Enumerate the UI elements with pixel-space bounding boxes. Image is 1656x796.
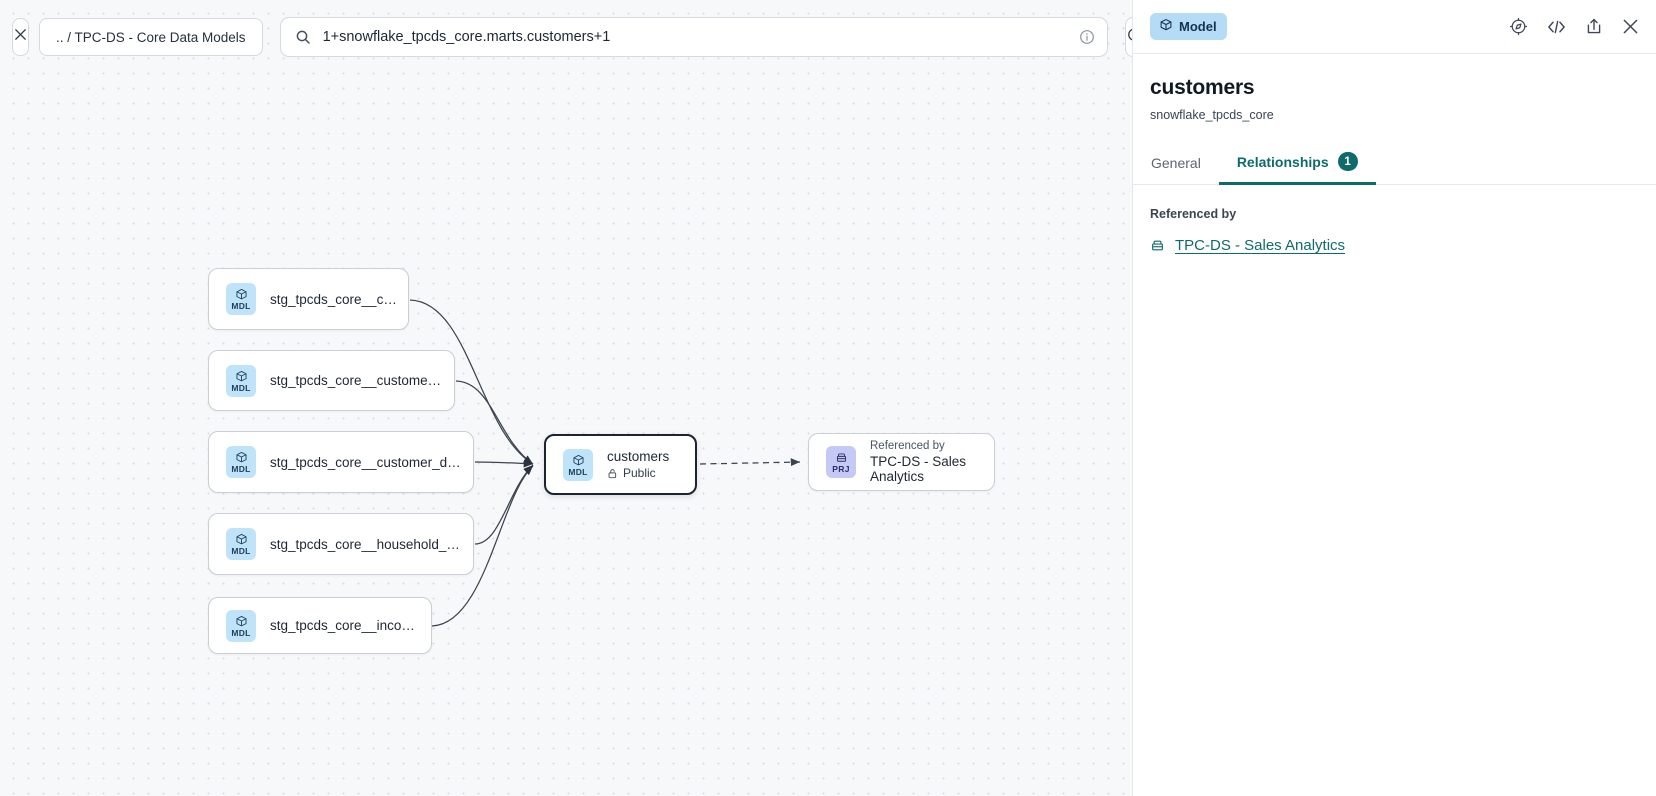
node-text-stack: Referenced by TPC-DS - Sales Analytics xyxy=(870,440,994,484)
lineage-node[interactable]: MDL stg_tpcds_core__customer_demogra… xyxy=(208,431,474,493)
page-title: customers xyxy=(1150,76,1255,99)
cube-icon xyxy=(235,533,248,546)
refresh-button[interactable] xyxy=(1124,17,1132,57)
cube-icon xyxy=(235,615,248,628)
entity-type-badge: Model xyxy=(1150,13,1227,40)
referenced-by-heading: Referenced by xyxy=(1150,207,1237,221)
relationships-tab-content: Referenced by TPC-DS - Sales Analytics xyxy=(1133,207,1656,254)
model-badge-label: MDL xyxy=(231,464,251,474)
tab-general-label: General xyxy=(1151,155,1201,171)
model-badge: MDL xyxy=(226,283,256,315)
lineage-edges xyxy=(409,299,801,627)
panel-header: Model xyxy=(1133,0,1656,54)
model-badge-label: MDL xyxy=(231,546,251,556)
node-label: stg_tpcds_core__customer xyxy=(270,291,408,307)
unlock-icon xyxy=(607,468,618,479)
project-badge-label: PRJ xyxy=(832,464,850,474)
node-title: customers xyxy=(607,449,670,464)
model-badge: MDL xyxy=(226,364,256,397)
list-item[interactable]: TPC-DS - Sales Analytics xyxy=(1150,237,1639,254)
tab-relationships-label: Relationships xyxy=(1236,153,1329,170)
share-icon[interactable] xyxy=(1585,17,1603,36)
lineage-node[interactable]: MDL stg_tpcds_core__customer xyxy=(208,268,409,330)
lineage-canvas[interactable]: .. / TPC-DS - Core Data Models xyxy=(0,0,1132,796)
referenced-by-link[interactable]: TPC-DS - Sales Analytics xyxy=(1175,237,1346,254)
node-visibility: Public xyxy=(607,466,669,480)
close-icon[interactable] xyxy=(1621,17,1640,36)
node-visibility-label: Public xyxy=(623,466,656,480)
node-label: stg_tpcds_core__household_demogr… xyxy=(270,536,473,552)
node-project-name: TPC-DS - Sales Analytics xyxy=(870,454,967,484)
panel-actions xyxy=(1509,17,1640,36)
info-icon[interactable] xyxy=(1079,29,1095,45)
cube-icon xyxy=(235,451,248,464)
breadcrumb[interactable]: .. / TPC-DS - Core Data Models xyxy=(39,18,263,56)
panel-body: customers snowflake_tpcds_core xyxy=(1133,54,1656,122)
node-label: stg_tpcds_core__customer_address xyxy=(270,373,454,388)
project-badge: PRJ xyxy=(826,446,856,478)
node-kicker: Referenced by xyxy=(870,440,945,452)
lineage-node-selected[interactable]: MDL customers Public xyxy=(544,434,697,495)
lineage-node-project[interactable]: PRJ Referenced by TPC-DS - Sales Analyti… xyxy=(808,433,995,491)
model-badge: MDL xyxy=(226,446,256,478)
model-badge: MDL xyxy=(226,609,256,642)
model-badge: MDL xyxy=(226,528,256,560)
cube-icon xyxy=(1159,18,1173,35)
cube-icon xyxy=(572,454,585,467)
details-panel: Model xyxy=(1132,0,1656,796)
entity-subtitle: snowflake_tpcds_core xyxy=(1150,108,1274,122)
model-badge-label: MDL xyxy=(231,627,251,638)
explore-icon[interactable] xyxy=(1509,17,1528,36)
cube-icon xyxy=(235,288,248,301)
lineage-node[interactable]: MDL stg_tpcds_core__customer_address xyxy=(208,350,455,411)
model-badge: MDL xyxy=(563,448,593,481)
project-icon xyxy=(835,451,848,464)
tab-relationships[interactable]: Relationships 1 xyxy=(1218,152,1376,185)
close-icon xyxy=(13,27,28,47)
code-icon[interactable] xyxy=(1546,18,1567,36)
close-lineage-button[interactable] xyxy=(12,18,29,56)
cube-icon xyxy=(235,370,248,383)
canvas-toolbar: .. / TPC-DS - Core Data Models xyxy=(0,0,1132,74)
project-icon xyxy=(1150,238,1165,253)
tab-general[interactable]: General xyxy=(1133,155,1219,185)
breadcrumb-label: .. / TPC-DS - Core Data Models xyxy=(56,29,246,45)
search-icon xyxy=(295,29,311,45)
search-input[interactable] xyxy=(310,29,1079,45)
node-label: stg_tpcds_core__income_band xyxy=(270,618,431,633)
lineage-graph: MDL stg_tpcds_core__customer MDL stg_tpc… xyxy=(208,268,995,654)
entity-type-label: Model xyxy=(1179,19,1217,34)
model-badge-label: MDL xyxy=(568,466,588,477)
lineage-node[interactable]: MDL stg_tpcds_core__income_band xyxy=(208,597,432,654)
refresh-icon xyxy=(1126,26,1132,48)
node-text-stack: customers Public xyxy=(607,449,679,480)
tab-relationships-badge: 1 xyxy=(1337,152,1358,171)
lineage-node[interactable]: MDL stg_tpcds_core__household_demogr… xyxy=(208,513,474,575)
model-badge-label: MDL xyxy=(231,301,251,311)
panel-tabs: General Relationships 1 xyxy=(1133,152,1656,185)
referenced-by-list: TPC-DS - Sales Analytics xyxy=(1150,237,1639,254)
node-label: stg_tpcds_core__customer_demogra… xyxy=(270,454,473,470)
lineage-search[interactable] xyxy=(279,17,1108,57)
model-badge-label: MDL xyxy=(231,382,251,393)
